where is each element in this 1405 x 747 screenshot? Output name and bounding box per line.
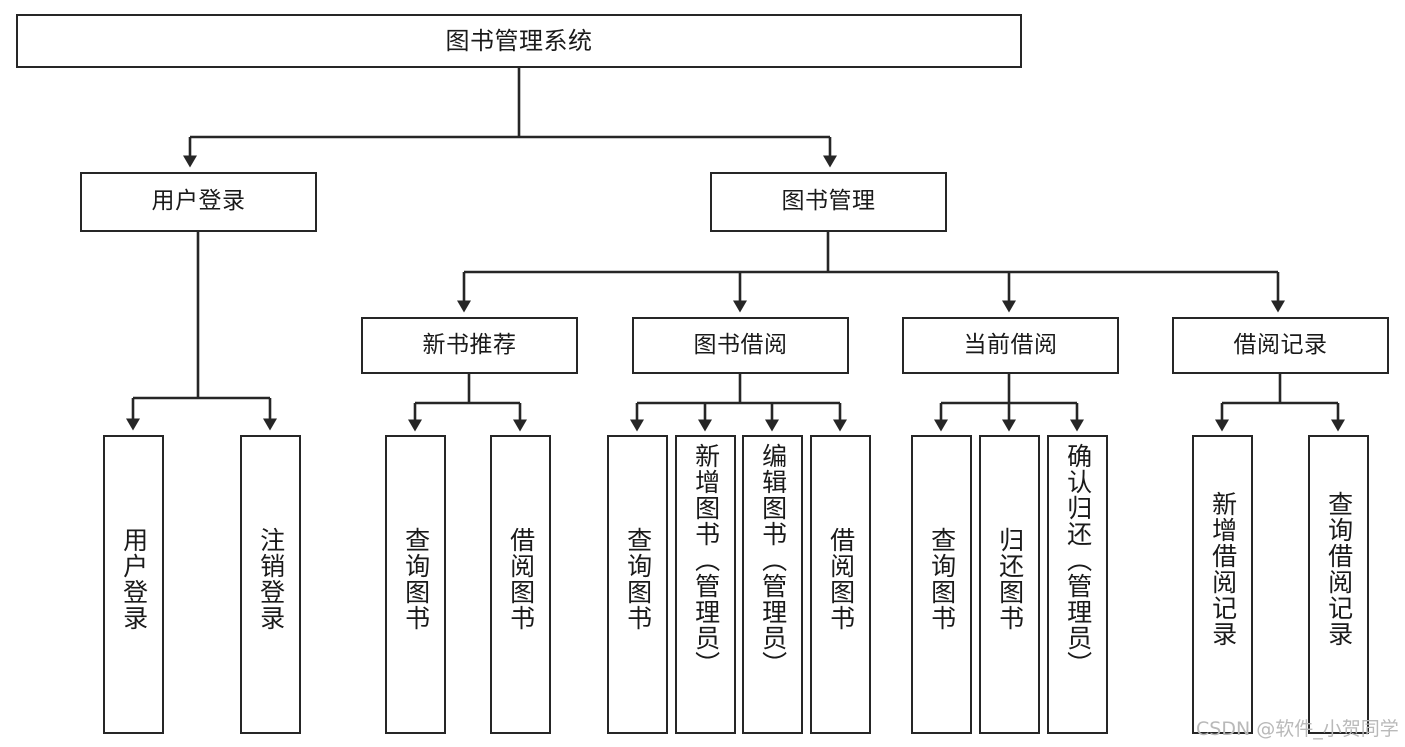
node-label: 注销登录 — [256, 527, 286, 631]
node-label: 查询图书 — [927, 527, 957, 631]
node-label: 图书管理 — [781, 188, 876, 215]
node-label: 编辑图书（管理员） — [758, 443, 788, 677]
node-label: 新增借阅记录 — [1208, 491, 1238, 647]
node-label: 新增图书（管理员） — [691, 443, 721, 677]
node-label: 确认归还（管理员） — [1063, 443, 1093, 677]
node-label: 用户登录 — [151, 188, 246, 215]
node-leaf-query-book-3[interactable]: 查询图书 — [911, 435, 972, 734]
node-leaf-user-login[interactable]: 用户登录 — [103, 435, 164, 734]
node-leaf-query-book-1[interactable]: 查询图书 — [385, 435, 446, 734]
node-leaf-edit-book[interactable]: 编辑图书（管理员） — [742, 435, 803, 734]
node-label: 查询借阅记录 — [1324, 491, 1354, 647]
node-new-book-recommend[interactable]: 新书推荐 — [361, 317, 578, 374]
node-book-borrow[interactable]: 图书借阅 — [632, 317, 849, 374]
node-label: 借阅记录 — [1233, 331, 1328, 358]
node-leaf-add-book[interactable]: 新增图书（管理员） — [675, 435, 736, 734]
node-leaf-return-book[interactable]: 归还图书 — [979, 435, 1040, 734]
node-label: 查询图书 — [401, 527, 431, 631]
node-leaf-borrow-book-1[interactable]: 借阅图书 — [490, 435, 551, 734]
node-label: 借阅图书 — [506, 527, 536, 631]
node-label: 图书借阅 — [693, 331, 788, 358]
node-leaf-logout-login[interactable]: 注销登录 — [240, 435, 301, 734]
node-leaf-add-record[interactable]: 新增借阅记录 — [1192, 435, 1253, 734]
node-root-system[interactable]: 图书管理系统 — [16, 14, 1022, 68]
node-current-borrow[interactable]: 当前借阅 — [902, 317, 1119, 374]
node-label: 借阅图书 — [826, 527, 856, 631]
node-label: 当前借阅 — [963, 331, 1058, 358]
node-label: 新书推荐 — [422, 331, 517, 358]
node-label: 归还图书 — [995, 527, 1025, 631]
node-label: 查询图书 — [623, 527, 653, 631]
node-user-login[interactable]: 用户登录 — [80, 172, 317, 232]
node-leaf-borrow-book-2[interactable]: 借阅图书 — [810, 435, 871, 734]
node-leaf-query-book-2[interactable]: 查询图书 — [607, 435, 668, 734]
node-label: 图书管理系统 — [445, 26, 593, 55]
node-book-management[interactable]: 图书管理 — [710, 172, 947, 232]
node-leaf-query-record[interactable]: 查询借阅记录 — [1308, 435, 1369, 734]
node-leaf-confirm-return[interactable]: 确认归还（管理员） — [1047, 435, 1108, 734]
node-label: 用户登录 — [119, 527, 149, 631]
node-borrow-record[interactable]: 借阅记录 — [1172, 317, 1389, 374]
